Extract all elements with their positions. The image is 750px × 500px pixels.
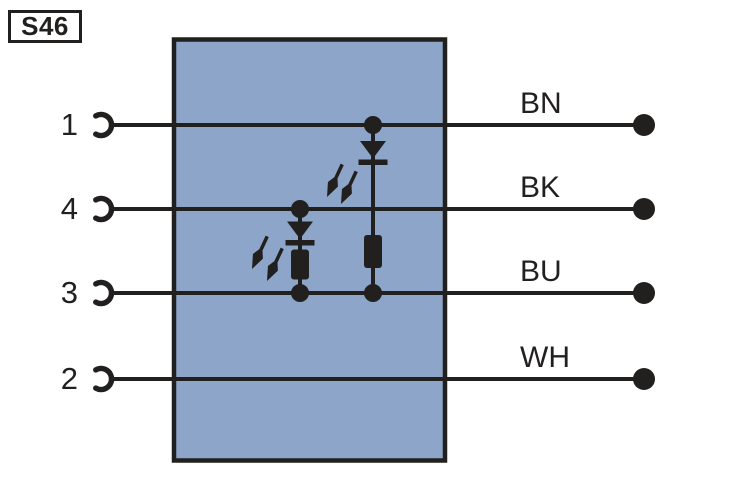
light-arrows-icon	[252, 235, 284, 281]
wire-color-label-wh: WH	[520, 341, 570, 374]
terminal-dot-bk	[633, 198, 655, 220]
diode-cathode-bar	[358, 159, 388, 165]
light-arrows-icon	[327, 163, 358, 204]
diagram-title-text: S46	[21, 11, 69, 41]
led-diode-icon	[287, 221, 313, 239]
led-diode-icon	[360, 141, 386, 159]
terminal-dot-bu	[633, 282, 655, 304]
pin-socket-icon-3	[93, 279, 115, 307]
device-body	[171, 37, 448, 463]
junction-dot	[364, 284, 382, 302]
pin-number-2: 2	[60, 361, 78, 396]
pin-number-3: 3	[60, 275, 78, 310]
terminal-dot-wh	[633, 368, 655, 390]
diagram-title: S46	[8, 10, 82, 43]
terminal-dot-bn	[633, 114, 655, 136]
branch-pin4-pin3	[252, 200, 315, 302]
resistor-icon	[291, 249, 309, 280]
resistor-icon	[364, 235, 382, 268]
pin-number-1: 1	[60, 107, 78, 142]
pin-socket-icon-1	[93, 111, 115, 139]
pin-sockets	[93, 111, 115, 393]
pin-number-4: 4	[60, 191, 78, 226]
terminal-dots	[633, 114, 655, 390]
wire-color-label-bk: BK	[520, 171, 561, 204]
pin-socket-icon-2	[93, 365, 115, 393]
junction-dot	[291, 284, 309, 302]
wire-color-label-bu: BU	[520, 255, 562, 288]
branch-pin1-pin3	[327, 116, 388, 302]
wire-color-label-bn: BN	[520, 87, 562, 120]
junction-dot	[364, 116, 382, 134]
junction-dot	[291, 200, 309, 218]
diode-cathode-bar	[285, 240, 315, 246]
pin-socket-icon-4	[93, 195, 115, 223]
